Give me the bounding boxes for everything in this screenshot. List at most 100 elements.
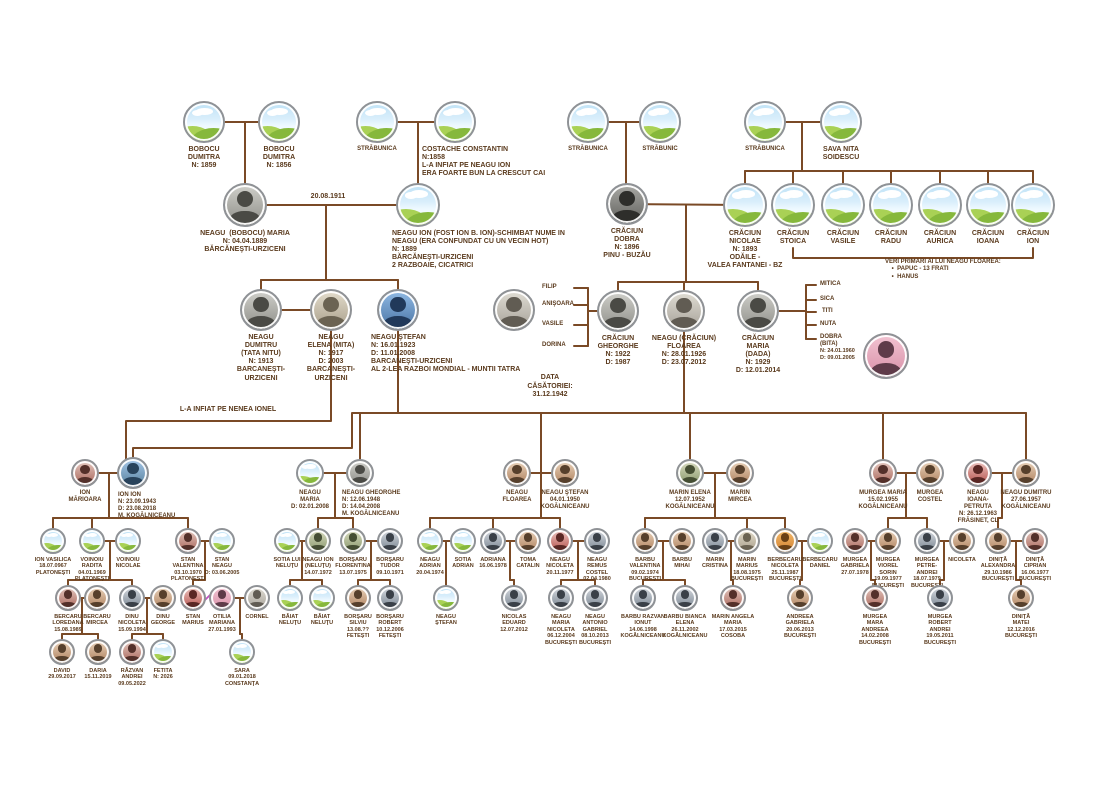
person-neagu-stefan-jr[interactable] <box>551 459 579 487</box>
person-dinita-alexandra[interactable] <box>985 528 1011 554</box>
person-neagu-maria-sotie[interactable] <box>296 459 324 487</box>
person-borsaru-silviu[interactable] <box>345 585 371 611</box>
person-murgea-mara-andreea[interactable] <box>862 585 888 611</box>
person-bercaru-loredana[interactable] <box>55 585 81 611</box>
person-ion-ion[interactable] <box>117 457 149 489</box>
portrait-silhouette-icon <box>780 533 790 543</box>
person-craciun-vasile[interactable] <box>821 183 865 227</box>
person-borsaru-tudor[interactable] <box>377 528 403 554</box>
person-sotia-adrian[interactable] <box>450 528 476 554</box>
person-neagu-antonio-gabriel[interactable] <box>582 585 608 611</box>
landscape-placeholder-icon <box>730 211 765 225</box>
person-barbu-valentina[interactable] <box>632 528 658 554</box>
person-dinu-nicoleta[interactable] <box>119 585 145 611</box>
person-otilia-mariana[interactable] <box>209 585 235 611</box>
person-craciun-ion[interactable] <box>1011 183 1055 227</box>
person-neagu-elena-mita[interactable] <box>310 289 352 331</box>
person-murgea-petre-andrei[interactable] <box>914 528 940 554</box>
person-ion-marioara[interactable] <box>71 459 99 487</box>
person-marin-angela-maria[interactable] <box>720 585 746 611</box>
person-stan-marius[interactable] <box>180 585 206 611</box>
person-daria[interactable] <box>85 639 111 665</box>
person-berbecaru-daniel[interactable] <box>807 528 833 554</box>
person-craciun-maria-dada[interactable] <box>737 290 779 332</box>
person-marin-cristina[interactable] <box>702 528 728 554</box>
person-neagu-remus-costel[interactable] <box>584 528 610 554</box>
person-murgea-viorel-sorin[interactable] <box>875 528 901 554</box>
person-neagu-stefan[interactable] <box>377 289 419 331</box>
person-murgea-robert-andrei[interactable] <box>927 585 953 611</box>
person-g1-strabunica-2[interactable] <box>567 101 609 143</box>
person-dinita-matei[interactable] <box>1008 585 1034 611</box>
person-razvan-andrei[interactable] <box>119 639 145 665</box>
person-barbu-razvan-ionut[interactable] <box>630 585 656 611</box>
person-barbu-bianca-elena[interactable] <box>672 585 698 611</box>
person-dinu-george[interactable] <box>150 585 176 611</box>
person-marin-marius[interactable] <box>734 528 760 554</box>
person-fetita[interactable] <box>150 639 176 665</box>
person-sotia-craciun-gheorghe[interactable] <box>493 289 535 331</box>
person-sara[interactable] <box>229 639 255 665</box>
person-neagu-ion[interactable] <box>396 183 440 227</box>
person-g1-costache-constantin[interactable] <box>434 101 476 143</box>
person-dobra-bita-photo[interactable] <box>863 333 909 379</box>
person-nicoleta-murgea[interactable] <box>949 528 975 554</box>
person-baiat-nelutu-2[interactable] <box>309 585 335 611</box>
person-neagu-craciun-floarea[interactable] <box>663 290 705 332</box>
person-craciun-stoica[interactable] <box>771 183 815 227</box>
person-sotia-lui-nelutu[interactable] <box>274 528 300 554</box>
person-neagu-maria-nicoleta[interactable] <box>548 585 574 611</box>
person-cornel[interactable] <box>244 585 270 611</box>
person-ion-vasilica[interactable] <box>40 528 66 554</box>
person-dinita-ciprian[interactable] <box>1022 528 1048 554</box>
person-voinoiu-nicolae[interactable] <box>115 528 141 554</box>
person-g1-strabunic[interactable] <box>639 101 681 143</box>
person-craciun-gheorghe[interactable] <box>597 290 639 332</box>
person-stan-valentina[interactable] <box>175 528 201 554</box>
portrait-silhouette-icon <box>385 533 395 543</box>
person-neagu-adrian[interactable] <box>417 528 443 554</box>
person-neagu-ioana-petruta[interactable] <box>964 459 992 487</box>
person-craciun-ion-label: CRĂCIUN ION <box>1016 230 1050 246</box>
portrait-silhouette-icon <box>922 533 932 543</box>
person-murgea-gabriela[interactable] <box>842 528 868 554</box>
person-baiat-nelutu-1[interactable] <box>277 585 303 611</box>
person-neagu-gheorghe[interactable] <box>346 459 374 487</box>
person-neagu-nicoleta[interactable] <box>547 528 573 554</box>
person-neagu-stefan-nepot[interactable] <box>433 585 459 611</box>
person-marin-elena[interactable] <box>676 459 704 487</box>
person-craciun-ioana[interactable] <box>966 183 1010 227</box>
person-borsaru-florentina[interactable] <box>340 528 366 554</box>
person-g1-strabunica-3[interactable] <box>744 101 786 143</box>
person-voinoiu-radita[interactable] <box>79 528 105 554</box>
person-bercaru-mircea[interactable] <box>84 585 110 611</box>
person-neagu-floarea-sotie[interactable] <box>503 459 531 487</box>
person-andreea-gabriela[interactable] <box>787 585 813 611</box>
person-nicolas-eduard[interactable] <box>501 585 527 611</box>
person-david[interactable] <box>49 639 75 665</box>
person-marin-mircea[interactable] <box>726 459 754 487</box>
person-murgea-costel[interactable] <box>916 459 944 487</box>
person-adriana[interactable] <box>480 528 506 554</box>
marriage-date-1911: 20.08.1911 <box>308 193 348 202</box>
landscape-placeholder-icon <box>45 532 59 538</box>
person-berbecaru-nicoleta[interactable] <box>772 528 798 554</box>
person-craciun-aurica[interactable] <box>918 183 962 227</box>
person-g1-bobocu-dumitra-1856[interactable] <box>258 101 300 143</box>
person-barbu-mihai[interactable] <box>669 528 695 554</box>
person-toma-catalin[interactable] <box>515 528 541 554</box>
person-borsaru-robert[interactable] <box>377 585 403 611</box>
person-craciun-radu[interactable] <box>869 183 913 227</box>
person-neagu-dumitru-tata-nitu[interactable] <box>240 289 282 331</box>
person-neagu-ion-nelutu[interactable] <box>305 528 331 554</box>
person-murgea-maria[interactable] <box>869 459 897 487</box>
person-g1-strabunica-1[interactable] <box>356 101 398 143</box>
person-stan-neagu[interactable] <box>209 528 235 554</box>
portrait-silhouette-icon <box>488 533 498 543</box>
person-g1-bobocu-dumitra-1859[interactable] <box>183 101 225 143</box>
person-craciun-dobra[interactable] <box>606 183 648 225</box>
person-neagu-dumitru-jr[interactable] <box>1012 459 1040 487</box>
person-craciun-nicolae[interactable] <box>723 183 767 227</box>
person-neagu-bobocu-maria[interactable] <box>223 183 267 227</box>
person-g1-sava-nita-soidescu[interactable] <box>820 101 862 143</box>
